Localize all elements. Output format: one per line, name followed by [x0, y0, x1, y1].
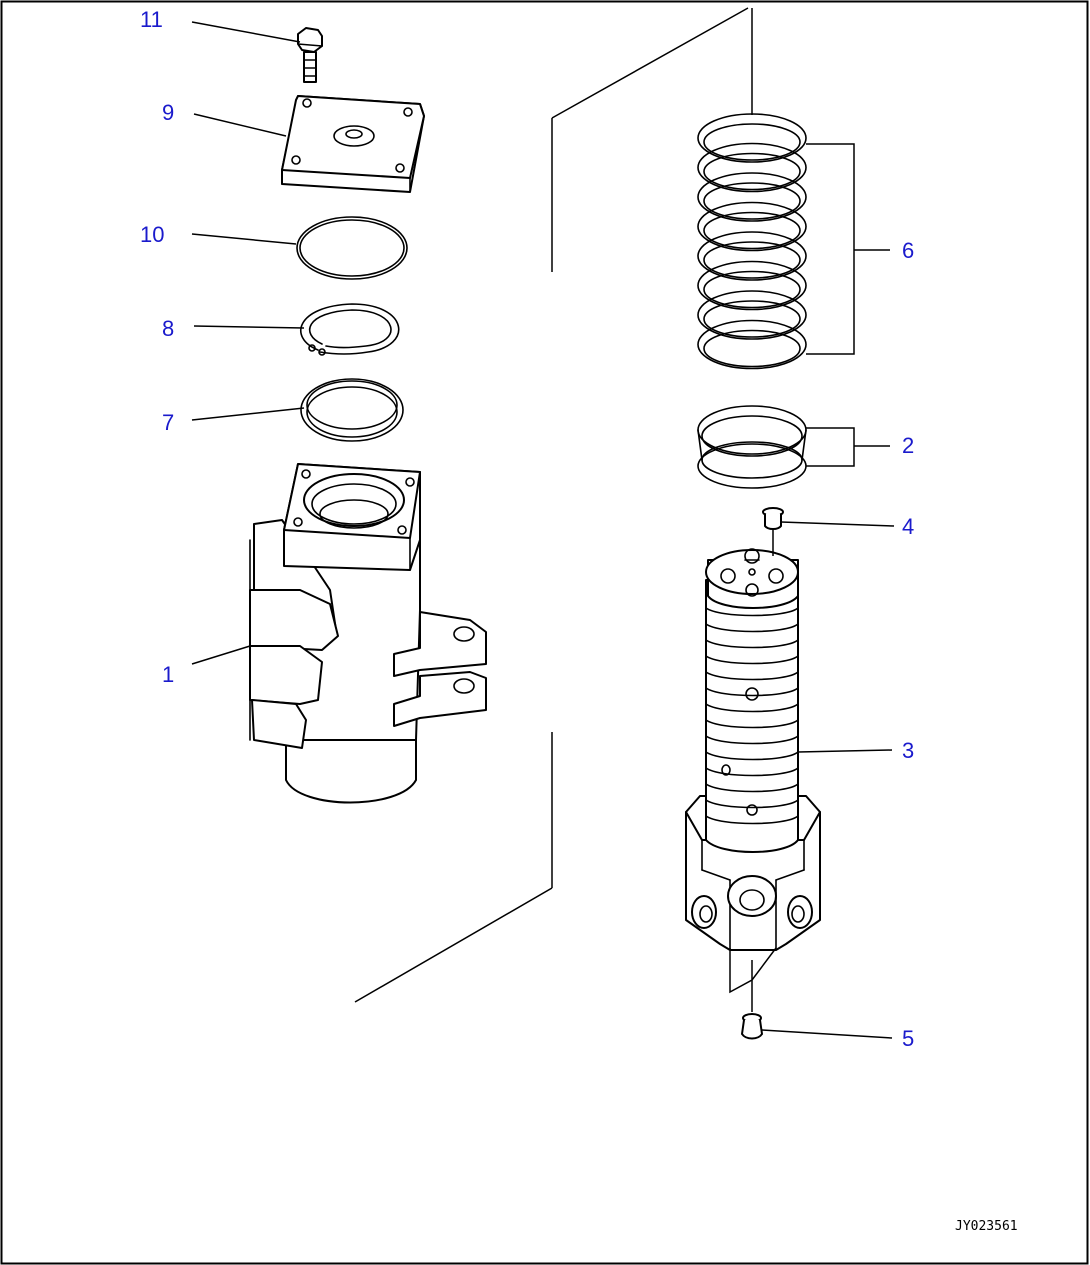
part-1-swivel-housing[interactable] — [249, 463, 487, 804]
seal-ring-inner — [703, 241, 801, 279]
callout-9: 9 — [162, 100, 174, 125]
separation-guide-lines — [354, 7, 753, 1003]
seal-ring-outer — [697, 172, 807, 222]
seal-ring-outer — [697, 231, 807, 281]
part-5-plug[interactable] — [741, 1013, 763, 1040]
seal-ring-outer — [697, 290, 807, 340]
seal-ring-inner — [703, 211, 801, 250]
rotor-groove — [705, 639, 799, 649]
rotor-groove — [705, 751, 799, 761]
rotor-groove — [705, 687, 799, 697]
rotor-groove — [705, 623, 799, 633]
seal-ring-outer — [697, 142, 807, 193]
rotor-groove — [705, 735, 799, 745]
rotor-groove — [705, 703, 799, 713]
part-6-seal-rings[interactable] — [697, 113, 807, 370]
seal-ring-outer — [697, 113, 807, 163]
callout-2: 2 — [902, 433, 914, 458]
part-9-cover-plate[interactable] — [281, 95, 425, 193]
seal-ring-inner — [703, 329, 801, 368]
part-2-rings[interactable] — [697, 405, 807, 489]
part-3-rotor-shaft[interactable] — [685, 548, 821, 951]
leader-lines — [191, 21, 895, 1039]
rotor-groove — [705, 815, 799, 825]
callout-10: 10 — [140, 222, 164, 247]
seal-ring-inner — [703, 300, 801, 338]
callout-8: 8 — [162, 316, 174, 341]
drawing-code: JY023561 — [955, 1219, 1018, 1234]
rotor-groove — [705, 719, 799, 729]
callout-3: 3 — [902, 738, 914, 763]
part-10-o-ring[interactable] — [296, 216, 408, 280]
rotor-groove — [705, 671, 799, 681]
callout-5: 5 — [902, 1026, 914, 1051]
rotor-groove — [705, 767, 799, 777]
rotor-groove — [705, 607, 799, 617]
seal-ring-outer — [697, 319, 807, 370]
part-7-ring[interactable] — [300, 378, 404, 442]
rotor-groove — [705, 799, 799, 809]
rotor-groove — [705, 783, 799, 793]
seal-ring-inner — [703, 270, 801, 309]
callout-7: 7 — [162, 410, 174, 435]
part-4-plug[interactable] — [762, 507, 784, 530]
callout-4: 4 — [902, 514, 914, 539]
part-11-bolt[interactable] — [297, 27, 323, 83]
seal-ring-inner — [703, 152, 801, 191]
seal-ring-inner — [703, 182, 801, 220]
seal-ring-inner — [703, 123, 801, 161]
callout-labels: 11 9 10 8 7 1 6 2 4 3 5 JY023561 — [140, 7, 1018, 1234]
part-8-snap-ring[interactable] — [300, 303, 400, 356]
seal-ring-outer — [697, 201, 807, 252]
callout-11: 11 — [140, 7, 163, 32]
seal-ring-outer — [697, 260, 807, 311]
callout-6: 6 — [902, 238, 914, 263]
callout-1: 1 — [162, 662, 174, 687]
rotor-groove — [705, 655, 799, 665]
